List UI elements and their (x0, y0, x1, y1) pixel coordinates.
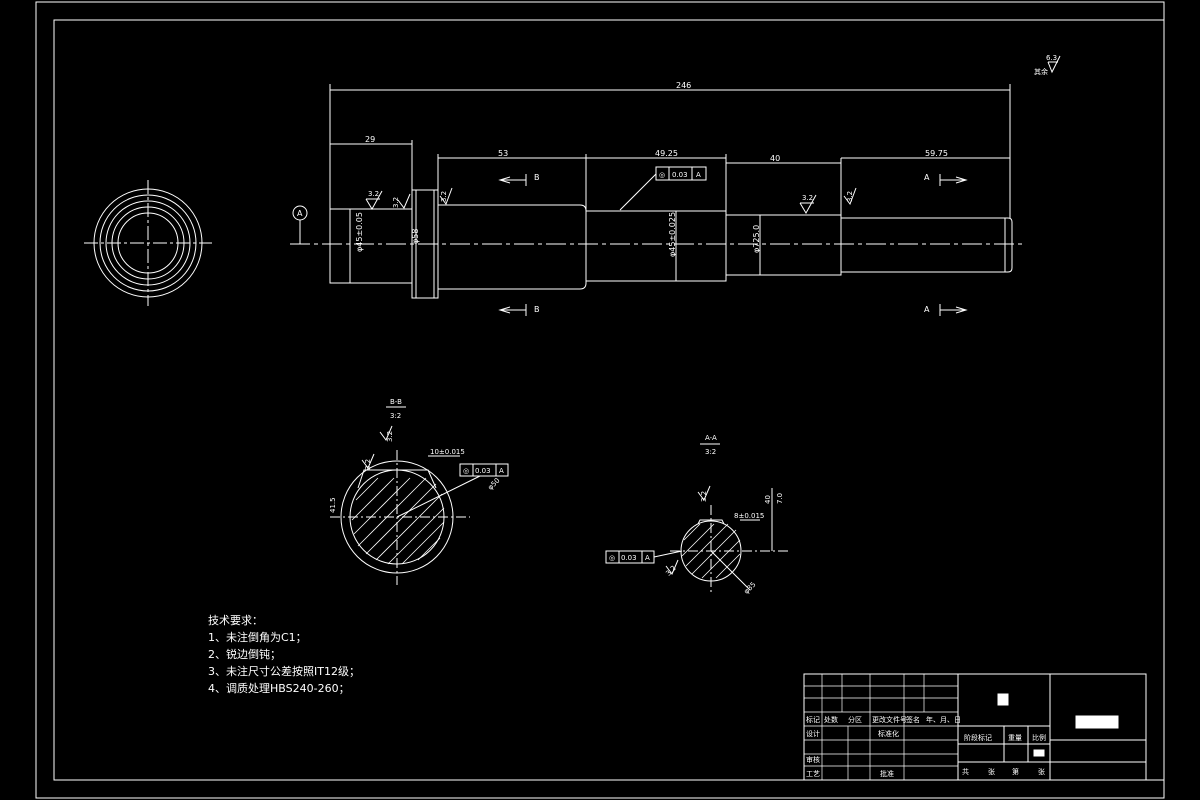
dim-seg3: 49.25 (655, 149, 678, 158)
section-a-keyway: 8±0.015 (734, 512, 764, 520)
tb-drawing-no-placeholder (1075, 715, 1119, 729)
tolerance-main-datum: A (696, 171, 701, 179)
cut-plane-markers: B B A A (498, 173, 968, 316)
dimension-lines: 246 29 53 49.25 40 59.75 φ45±0.05 φ58 φ4… (329, 81, 1011, 283)
datum-marker: A (292, 205, 308, 244)
datum-label: A (297, 209, 303, 218)
inner-border (53, 19, 1165, 781)
tb-label-zone: 分区 (848, 715, 862, 724)
tb-label-count: 处数 (824, 715, 838, 724)
roughness-note-value: 6.3 (1046, 54, 1057, 62)
end-view (84, 180, 212, 306)
tolerance-main-value: 0.03 (672, 171, 688, 179)
dim-dia3: φ45±0.025 (668, 212, 677, 257)
section-a-diameter: φ35 (742, 580, 757, 595)
outer-border (35, 1, 1165, 799)
section-a-scale: 3:2 (705, 448, 716, 456)
tb-label-stage-mark: 阶段标记 (964, 733, 992, 742)
section-b-tol-symbol: ◎ (463, 467, 469, 475)
tb-label-change-doc: 更改文件号 (872, 715, 907, 724)
tb-label-sheets-unit-2: 张 (1038, 767, 1045, 776)
tech-req-title: 技术要求： (208, 614, 263, 627)
section-a-depth2: 7.0 (776, 493, 784, 504)
tb-label-sheets-unit-1: 张 (988, 767, 995, 776)
dim-seg2: 53 (498, 149, 508, 158)
dim-dia2: φ58 (411, 229, 420, 244)
section-b-tol-value: 0.03 (475, 467, 491, 475)
section-b-title: B-B (390, 398, 402, 406)
dim-seg1: 29 (365, 135, 375, 144)
section-b-scale: 3:2 (390, 412, 401, 420)
tb-label-sheets-total: 共 (962, 767, 969, 776)
cut-label-a-bottom: A (924, 305, 930, 314)
technical-requirements: 技术要求： 1、未注倒角为C1； 2、锐边倒钝； 3、未注尺寸公差按照IT12级… (208, 614, 360, 695)
roughness-symbols: 3.2 3.2 3.2 3.2 3.2 (365, 187, 857, 214)
tech-req-item-2: 2、锐边倒钝； (208, 647, 281, 661)
dim-seg5: 59.75 (925, 149, 948, 158)
section-a-depth: 40 (764, 495, 772, 504)
dim-seg4: 40 (770, 154, 780, 163)
dim-overall-length: 246 (676, 81, 691, 90)
dim-dia4: φ725.0 (752, 225, 761, 253)
roughness-c: 3.2 (440, 191, 448, 202)
section-b-keyway: 10±0.015 (430, 448, 465, 456)
tb-label-design: 设计 (806, 729, 820, 738)
section-a-tol-datum: A (645, 554, 650, 562)
roughness-note-prefix: 其余 (1034, 67, 1048, 76)
tb-label-signature: 签名 (906, 715, 920, 724)
general-roughness-note: 其余 6.3 (1034, 54, 1061, 76)
section-a-tol-value: 0.03 (621, 554, 637, 562)
tech-req-item-3: 3、未注尺寸公差按照IT12级； (208, 664, 360, 678)
tb-title-placeholder (997, 693, 1009, 706)
section-b-roughness-1: 3.2 (386, 431, 394, 442)
cut-label-a-top: A (924, 173, 930, 182)
section-b-roughness-2: 3.2 (364, 459, 372, 470)
tb-label-weight: 重量 (1008, 734, 1022, 742)
tb-label-date: 年、月、日 (926, 715, 961, 724)
title-block: 标记 处数 分区 更改文件号 签名 年、月、日 设计 标准化 审核 工艺 批准 … (803, 673, 1147, 781)
dim-dia1: φ45±0.05 (355, 212, 364, 252)
section-a-view: A-A 3:2 8±0.015 40 7.0 φ35 ◎ 0.03 A 3.2 (605, 434, 790, 596)
tb-label-review: 审核 (806, 755, 820, 764)
cut-label-b-top: B (534, 173, 540, 182)
tech-req-item-4: 4、调质处理HBS240-260； (208, 682, 350, 695)
section-b-tol-datum: A (499, 467, 504, 475)
tb-label-process: 工艺 (806, 770, 820, 778)
cut-label-b-bottom: B (534, 305, 540, 314)
section-b-view: B-B 3:2 ◎ 0.03 A 10±0.015 φ50 41.5 (329, 398, 509, 585)
tb-label-approve: 批准 (880, 769, 894, 778)
section-b-depth: 41.5 (329, 497, 337, 513)
roughness-d: 3.2 (802, 194, 813, 202)
roughness-a: 3.2 (368, 190, 379, 198)
tb-scale-placeholder (1033, 749, 1045, 757)
tb-label-scale: 比例 (1032, 733, 1046, 742)
tech-req-item-1: 1、未注倒角为C1； (208, 630, 307, 644)
roughness-b: 3.2 (392, 197, 400, 208)
section-a-title: A-A (705, 434, 717, 442)
tolerance-main-symbol: ◎ (659, 171, 665, 179)
tb-label-mark: 标记 (806, 715, 820, 724)
tb-label-sheet-no: 第 (1012, 767, 1019, 776)
section-a-tol-symbol: ◎ (609, 554, 615, 562)
tolerance-frame-main: ◎ 0.03 A (619, 166, 707, 211)
section-a-roughness-1: 3.2 (700, 491, 708, 502)
main-shaft-view (290, 189, 1025, 299)
tb-label-standardize: 标准化 (878, 729, 899, 738)
section-b-diameter: φ50 (486, 476, 501, 491)
roughness-e: 3.2 (846, 191, 854, 202)
